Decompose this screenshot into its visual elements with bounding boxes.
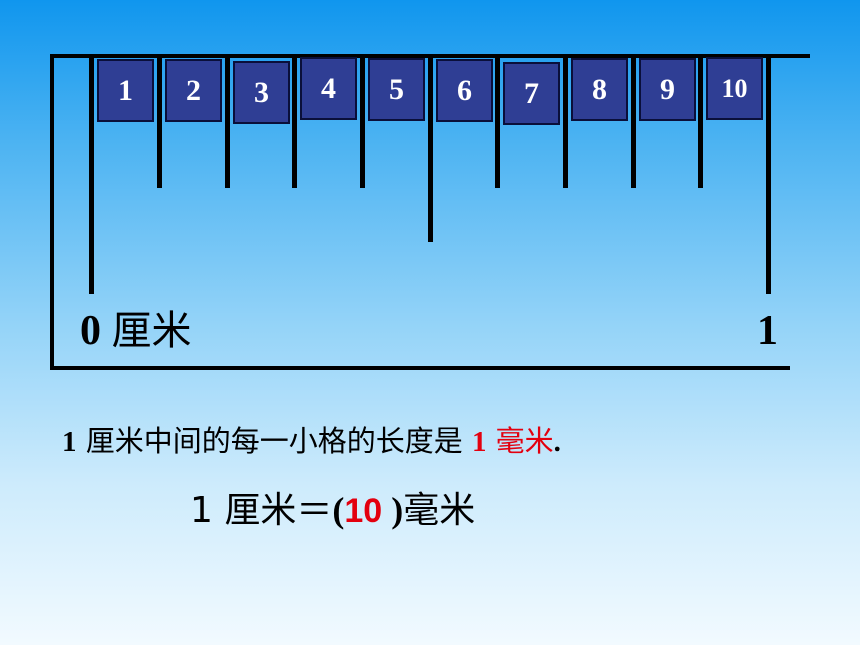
mm-box-9: 9 xyxy=(639,58,696,121)
tick-4 xyxy=(360,56,365,188)
equation-suffix: 毫米 xyxy=(403,490,476,531)
tick-6 xyxy=(495,56,500,188)
ruler-bottom-edge xyxy=(50,366,790,370)
mm-box-8: 8 xyxy=(571,58,628,121)
mm-box-2: 2 xyxy=(165,59,222,122)
mm-box-6: 6 xyxy=(436,59,493,122)
ruler-left-edge xyxy=(50,54,54,370)
centimeter-unit: 厘米 xyxy=(111,308,192,354)
equation-open-paren: ( xyxy=(332,490,345,530)
tick-10 xyxy=(766,56,771,294)
sentence-answer-unit: 毫米 xyxy=(486,424,554,458)
tick-7 xyxy=(563,56,568,188)
mm-box-10: 10 xyxy=(706,57,763,120)
tick-2 xyxy=(225,56,230,188)
tick-1 xyxy=(157,56,162,188)
mm-box-1: 1 xyxy=(97,59,154,122)
tick-0 xyxy=(89,56,94,294)
mm-box-3: 3 xyxy=(233,61,290,124)
explanation-sentence: 1 厘米中间的每一小格的长度是 1 毫米. xyxy=(62,418,561,460)
sentence-lead-number: 1 xyxy=(62,426,77,458)
sentence-period: . xyxy=(553,426,561,458)
equation-prefix: 1 厘米＝ xyxy=(190,490,333,531)
tick-3 xyxy=(292,56,297,188)
sentence-text: 厘米中间的每一小格的长度是 xyxy=(76,424,472,458)
conversion-equation: 1 厘米＝(10 )毫米 xyxy=(190,481,475,533)
mm-box-5: 5 xyxy=(368,58,425,121)
mm-box-7: 7 xyxy=(503,62,560,125)
sentence-answer-number: 1 xyxy=(471,426,487,458)
tick-9 xyxy=(698,56,703,188)
tick-8 xyxy=(631,56,636,188)
ruler-zero-label: 0 厘米 xyxy=(80,310,192,352)
zero-number: 0 xyxy=(80,308,101,354)
equation-answer: 10 xyxy=(344,492,383,530)
ruler-end-label: 1 xyxy=(757,308,778,354)
tick-5 xyxy=(428,56,433,242)
equation-close-paren: ) xyxy=(382,490,404,530)
mm-box-4: 4 xyxy=(300,57,357,120)
